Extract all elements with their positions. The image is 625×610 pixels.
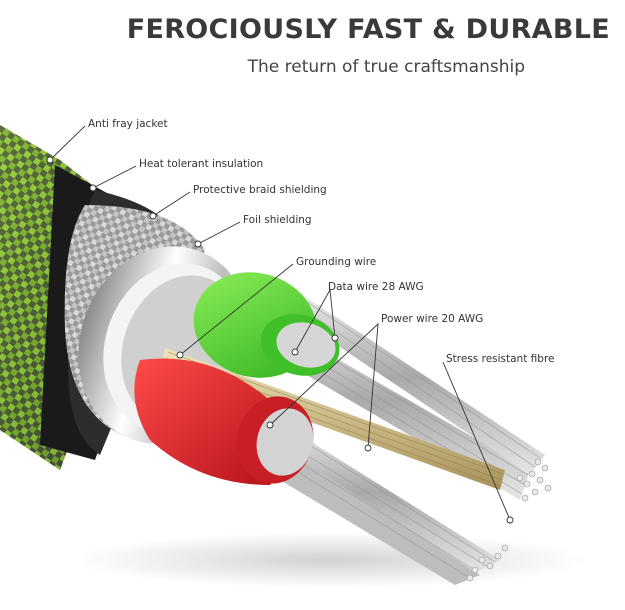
page-title: FEROCIOUSLY FAST & DURABLE	[126, 14, 610, 45]
leader-stress-resistant-fibre	[442, 361, 511, 521]
label-foil-shielding: Foil shielding	[243, 214, 312, 226]
data-wire-insulation	[193, 272, 340, 378]
label-power-wire: Power wire 20 AWG	[381, 313, 484, 325]
label-grounding-wire: Grounding wire	[296, 256, 377, 268]
leader-anti-fray-jacket	[49, 125, 86, 161]
page-subtitle: The return of true craftsmanship	[247, 57, 525, 77]
label-heat-tolerant-insulation: Heat tolerant insulation	[139, 158, 264, 170]
leader-grounding-wire	[179, 263, 294, 356]
label-anti-fray-jacket: Anti fray jacket	[88, 118, 168, 130]
callout-anchor-dots	[46, 156, 514, 524]
leader-heat-tolerant-insulation	[92, 165, 137, 189]
callout-leader-lines	[49, 125, 511, 521]
label-protective-braid-shielding: Protective braid shielding	[193, 184, 327, 196]
leader-data-wire	[294, 288, 336, 353]
label-data-wire: Data wire 28 AWG	[328, 281, 424, 293]
label-stress-resistant-fibre: Stress resistant fibre	[446, 353, 555, 365]
leader-power-wire	[269, 322, 379, 449]
leader-protective-braid-shielding	[152, 191, 191, 217]
power-wire-insulation	[134, 358, 314, 485]
cable-shadow	[70, 532, 590, 588]
leader-foil-shielding	[197, 221, 241, 245]
